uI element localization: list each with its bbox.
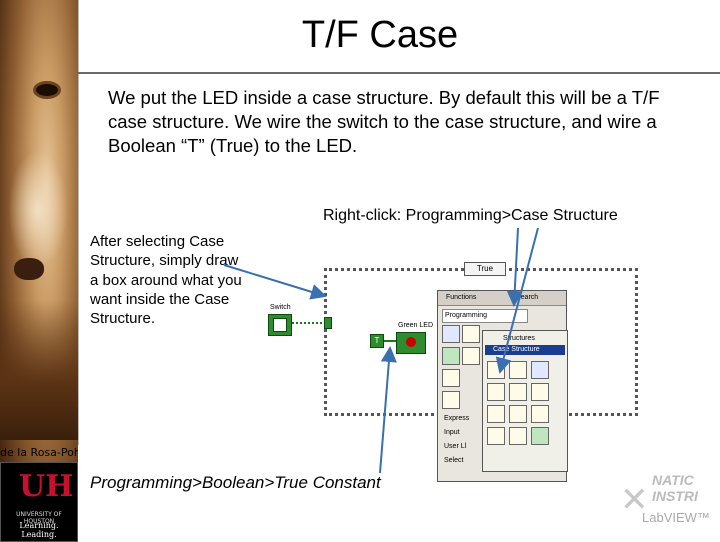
right-click-label: Right-click: Programming>Case Structure bbox=[323, 207, 618, 224]
sequence-icon[interactable] bbox=[487, 383, 505, 401]
cougar-photo bbox=[0, 0, 78, 540]
uh-logo: UH UNIVERSITY OF HOUSTON Learning. Leadi… bbox=[0, 462, 78, 542]
palette-icon-boolean[interactable] bbox=[442, 347, 460, 365]
uh-tagline: Learning. Leading. bbox=[19, 521, 59, 539]
palette-icon-comparison[interactable] bbox=[442, 391, 460, 409]
case-structure-icon[interactable] bbox=[531, 361, 549, 379]
switch-label: Switch bbox=[270, 304, 291, 311]
palette-row-express[interactable]: Express bbox=[444, 415, 470, 422]
cougar-nose bbox=[14, 258, 44, 280]
switch-terminal[interactable] bbox=[268, 314, 292, 336]
true-constant-label: Programming>Boolean>True Constant bbox=[90, 473, 381, 492]
true-constant-icon[interactable] bbox=[531, 427, 549, 445]
switch-terminal-icon bbox=[273, 318, 287, 332]
palette-title: Functions bbox=[446, 294, 477, 301]
cougar-fur-highlight bbox=[8, 150, 68, 270]
case-selector[interactable]: True bbox=[464, 262, 506, 276]
title-rule bbox=[78, 72, 720, 74]
true-wire bbox=[384, 340, 396, 342]
true-constant[interactable]: T bbox=[370, 334, 384, 348]
ni-line2: INSTRI bbox=[652, 488, 698, 504]
event-structure-icon[interactable] bbox=[531, 383, 549, 401]
led-icon bbox=[406, 337, 416, 347]
formula-node-icon[interactable] bbox=[509, 383, 527, 401]
led-label: Green LED bbox=[398, 322, 434, 329]
cougar-fur-shadow bbox=[0, 300, 78, 440]
shift-register-icon[interactable] bbox=[509, 405, 527, 423]
slide-title: T/F Case bbox=[301, 14, 459, 56]
uh-mark: UH bbox=[19, 469, 74, 504]
palette-row-user[interactable]: User Ll bbox=[444, 443, 467, 450]
structures-subpalette[interactable]: Structures Case Structure bbox=[482, 330, 568, 472]
ni-line1: NATIC bbox=[652, 472, 694, 488]
local-variable-icon[interactable] bbox=[531, 405, 549, 423]
intro-text: We put the LED inside a case structure. … bbox=[108, 87, 660, 156]
palette-icon-string[interactable] bbox=[442, 369, 460, 387]
case-selector-terminal bbox=[324, 317, 332, 329]
ni-logo: ✕ NATIC INSTRI LabVIEW™ bbox=[618, 470, 720, 532]
palette-row-select[interactable]: Select bbox=[444, 457, 464, 464]
structures-title: Structures bbox=[503, 335, 535, 342]
led-terminal[interactable] bbox=[396, 332, 426, 354]
palette-programming[interactable]: Programming bbox=[442, 309, 528, 323]
switch-wire bbox=[292, 322, 326, 324]
while-loop-icon[interactable] bbox=[509, 361, 527, 379]
case-structure-item[interactable]: Case Structure bbox=[485, 345, 565, 355]
cougar-eye bbox=[36, 84, 58, 96]
author-name: de la Rosa-Pohl bbox=[0, 446, 78, 459]
ni-eagle-icon: ✕ bbox=[620, 480, 649, 520]
feedback-node-icon[interactable] bbox=[509, 427, 527, 445]
uh-university: UNIVERSITY OF HOUSTON bbox=[16, 511, 62, 525]
palette-header: Functions Search bbox=[438, 291, 566, 306]
for-loop-icon[interactable] bbox=[487, 361, 505, 379]
labview-wordmark: LabVIEW™ bbox=[642, 510, 710, 525]
palette-icon-structures[interactable] bbox=[442, 325, 460, 343]
case-structure-note: After selecting Case Structure, simply d… bbox=[90, 233, 242, 328]
sidebar-divider bbox=[78, 0, 79, 445]
palette-icon-array[interactable] bbox=[462, 325, 480, 343]
palette-icon-numeric[interactable] bbox=[462, 347, 480, 365]
palette-search-button[interactable]: Search bbox=[516, 294, 539, 301]
palette-row-input[interactable]: Input bbox=[444, 429, 460, 436]
global-variable-icon[interactable] bbox=[487, 427, 505, 445]
timed-loop-icon[interactable] bbox=[487, 405, 505, 423]
